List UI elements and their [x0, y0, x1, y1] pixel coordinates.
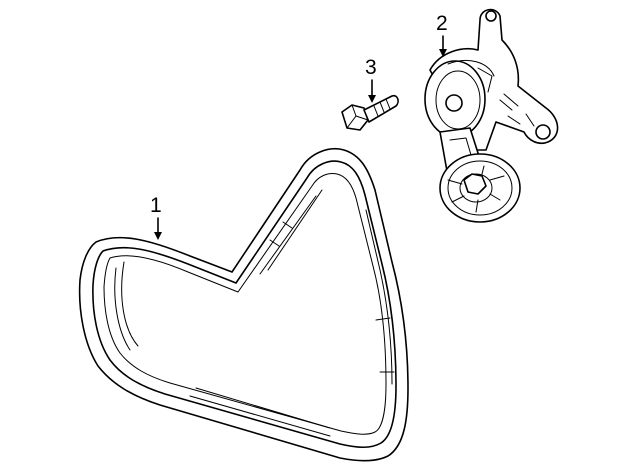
callout-number-3: 3 — [365, 56, 377, 79]
arrow-head-2 — [439, 49, 447, 57]
serpentine-belt[interactable] — [78, 148, 409, 462]
arrow-head-3 — [368, 95, 376, 103]
callout-3: 3 — [365, 56, 377, 103]
belt-tensioner[interactable] — [424, 8, 559, 223]
callout-2: 2 — [436, 12, 448, 57]
callout-1: 1 — [150, 194, 162, 240]
bolt[interactable] — [341, 94, 399, 131]
callout-number-2: 2 — [436, 12, 448, 35]
arrow-head-1 — [154, 232, 162, 240]
callout-number-1: 1 — [150, 194, 162, 217]
